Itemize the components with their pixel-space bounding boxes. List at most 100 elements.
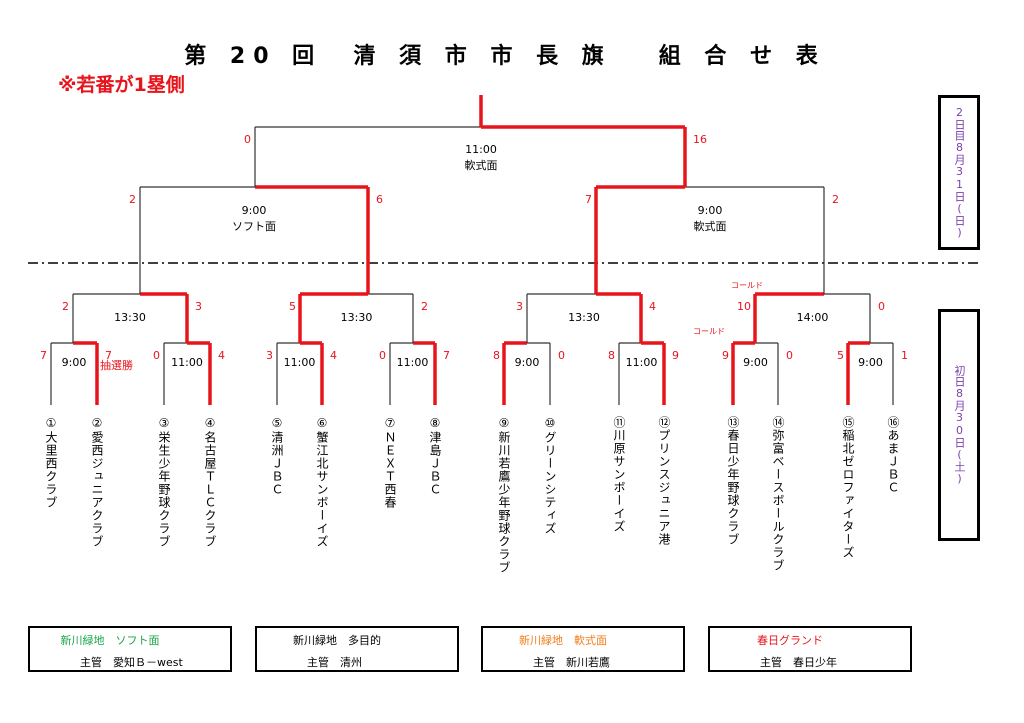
score-left: 9 [722,349,729,362]
venue-box-kasugai: 春日グランド 主管 春日少年 [708,626,912,672]
score-right: 16 [693,133,707,146]
team-entry: ⑪川原サンボーイズ [612,416,626,533]
team-name: 稲北ゼロファイターズ [841,429,855,559]
score-right: 6 [376,193,383,206]
score-left: 3 [516,300,523,313]
team-name: 清洲ＪＢＣ [270,431,284,496]
match-time: 11:00 [283,356,316,369]
team-number: ⑥ [315,416,329,431]
team-entry: ⑫プリンスジュニア港 [657,416,671,546]
team-number: ⑨ [497,416,511,431]
team-name: 栄生少年野球クラブ [157,431,171,548]
score-left: 2 [62,300,69,313]
score-right: 9 [672,349,679,362]
match-venue: ソフト面 [232,220,276,233]
first-base-note: ※若番が1塁側 [58,74,185,96]
score-left: 0 [153,349,160,362]
venue-box-soft: 新川緑地 ソフト面 主管 愛知Ｂ－west [28,626,232,672]
page-title: 第 20 回 清 須 市 市 長 旗 組 合 せ 表 [184,44,826,69]
match-time: 11:00 [625,356,658,369]
team-number: ③ [157,416,171,431]
team-name: あまＪＢＣ [886,429,900,494]
team-entry: ⑯あまＪＢＣ [886,416,900,494]
team-name: 名古屋ＴＬＣクラブ [203,431,217,548]
called-game-tag: コールド [693,327,725,336]
team-number: ⑭ [771,416,785,429]
match-time: 11:00 [171,356,203,369]
team-name: 弥富ベースボールクラブ [771,429,785,572]
match-time: 9:00 [514,356,540,369]
team-entry: ④名古屋ＴＬＣクラブ [203,416,217,548]
match-time: 9:00 [697,204,723,217]
match-time: 11:00 [465,143,497,156]
team-number: ⑪ [612,416,626,429]
score-left: 8 [493,349,500,362]
venue-name: 新川緑地 軟式面 [519,634,607,647]
score-right: 0 [786,349,793,362]
match-venue: 軟式面 [693,220,727,233]
score-left: 7 [585,193,592,206]
team-number: ⑩ [543,416,557,431]
score-right: 7 [105,349,112,362]
team-name: 春日少年野球クラブ [726,429,740,546]
team-name: 愛西ジュニアクラブ [90,431,104,548]
score-right: 4 [218,349,225,362]
team-entry: ⑩グリーンシティズ [543,416,557,535]
score-left: 5 [289,300,296,313]
match-time: 13:30 [340,311,373,324]
score-left: 3 [266,349,273,362]
team-name: 津島ＪＢＣ [428,431,442,496]
match-time: 14:00 [796,311,829,324]
score-right: 2 [421,300,428,313]
match-time: 9:00 [743,356,768,369]
team-name: ＮＥＸＴ西春 [383,431,397,509]
venue-host: 主管 春日少年 [760,656,837,669]
called-game-tag: コールド [731,281,763,290]
team-name: 蟹江北サンボーイズ [315,431,329,548]
team-name: プリンスジュニア港 [657,429,671,546]
team-entry: ①大里西クラブ [44,416,58,509]
score-left: 5 [837,349,844,362]
score-left: 7 [40,349,47,362]
team-number: ⑫ [657,416,671,429]
score-right: 4 [330,349,337,362]
score-left: 0 [379,349,386,362]
team-number: ① [44,416,58,431]
team-number: ⑦ [383,416,397,431]
match-time: 13:30 [568,311,600,324]
score-right: 2 [832,193,839,206]
venue-host: 主管 清州 [307,656,362,669]
team-entry: ⑧津島ＪＢＣ [428,416,442,496]
match-time: 11:00 [396,356,429,369]
team-number: ② [90,416,104,431]
team-number: ⑮ [841,416,855,429]
team-number: ④ [203,416,217,431]
match-time: 13:30 [114,311,146,324]
score-right: 1 [901,349,908,362]
score-right: 7 [443,349,450,362]
score-left: 8 [608,349,615,362]
team-number: ⑧ [428,416,442,431]
match-time: 9:00 [61,356,87,369]
venue-name: 新川緑地 多目的 [293,634,381,647]
team-number: ⑬ [726,416,740,429]
team-name: グリーンシティズ [543,431,557,535]
venue-name: 新川緑地 ソフト面 [60,634,160,647]
team-name: 大里西クラブ [44,431,58,509]
team-entry: ⑮稲北ゼロファイターズ [841,416,855,559]
score-right: 3 [195,300,202,313]
team-entry: ⑤清洲ＪＢＣ [270,416,284,496]
team-number: ⑤ [270,416,284,431]
venue-host: 主管 愛知Ｂ－west [80,656,183,669]
team-entry: ⑬春日少年野球クラブ [726,416,740,546]
lottery-win-note: 抽選勝 [100,359,133,372]
day2-box: 2日目8月31日(日) [938,95,980,250]
team-name: 川原サンボーイズ [612,429,626,533]
match-venue: 軟式面 [464,159,498,172]
venue-box-rubber: 新川緑地 軟式面 主管 新川若鷹 [481,626,685,672]
score-left: 2 [129,193,136,206]
day1-box: 初日8月30日(土) [938,309,980,541]
match-time: 9:00 [241,204,267,217]
